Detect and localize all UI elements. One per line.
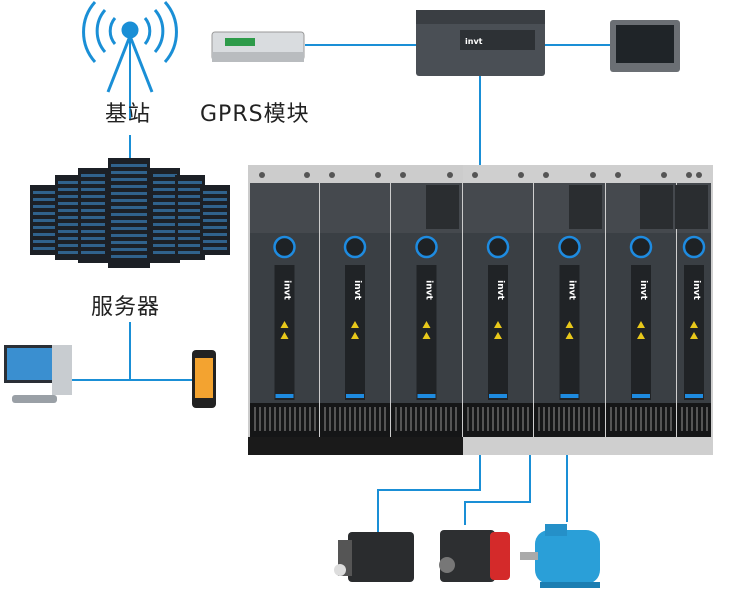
drive-module: invt bbox=[320, 172, 390, 437]
keypad-display bbox=[640, 185, 673, 229]
keypad-display bbox=[675, 185, 708, 229]
drive-module: invt bbox=[391, 172, 462, 437]
drive-module: invt bbox=[463, 172, 533, 437]
brand-logo: invt bbox=[495, 280, 505, 300]
brand-logo: invt bbox=[424, 280, 434, 300]
spindle-motor-icon bbox=[439, 530, 510, 582]
plc-controller: invt bbox=[416, 10, 545, 76]
drive-module: invt bbox=[675, 172, 711, 437]
servo-motor-icon bbox=[334, 532, 414, 582]
server-label: 服务器 bbox=[91, 295, 161, 320]
brand-logo: invt bbox=[691, 280, 701, 300]
brand-logo: invt bbox=[638, 280, 648, 300]
warning-icon bbox=[280, 321, 289, 339]
hmi-touch-panel bbox=[610, 20, 680, 72]
drive-module: invt bbox=[534, 172, 605, 437]
base-station-label: 基站 bbox=[105, 102, 152, 127]
gprs-module-device bbox=[211, 31, 305, 62]
warning-icon bbox=[690, 321, 698, 339]
link-drive-motor2 bbox=[464, 455, 531, 525]
knob-icon bbox=[558, 235, 581, 259]
smartphone-icon bbox=[192, 350, 216, 408]
warning-icon bbox=[565, 321, 574, 339]
drive-system: invt invt invt invt invt invt invt bbox=[248, 165, 713, 455]
link-drive-motor1 bbox=[377, 455, 481, 532]
warning-icon bbox=[637, 321, 645, 339]
knob-icon bbox=[486, 235, 510, 259]
warning-icon bbox=[422, 321, 431, 339]
keypad-display bbox=[569, 185, 602, 229]
connection-lines bbox=[72, 32, 610, 532]
gprs-module-label: GPRS模块 bbox=[200, 102, 310, 127]
keypad-display bbox=[426, 185, 459, 229]
desktop-computer-icon bbox=[4, 345, 72, 403]
knob-icon bbox=[682, 235, 706, 259]
induction-motor-icon bbox=[520, 524, 600, 588]
brand-logo: invt bbox=[567, 280, 577, 300]
knob-icon bbox=[343, 235, 367, 259]
link-server-clients bbox=[72, 322, 193, 381]
warning-icon bbox=[494, 321, 502, 339]
knob-icon bbox=[415, 235, 438, 259]
svg-text:invt: invt bbox=[465, 37, 483, 46]
warning-icon bbox=[351, 321, 359, 339]
base-station-antenna-icon bbox=[82, 1, 178, 93]
drive-module: invt bbox=[250, 172, 319, 437]
knob-icon bbox=[629, 235, 653, 259]
brand-logo: invt bbox=[282, 280, 292, 300]
knob-icon bbox=[273, 235, 296, 259]
server-rack-icon bbox=[30, 158, 230, 268]
brand-logo: invt bbox=[352, 280, 362, 300]
drive-module: invt bbox=[606, 172, 676, 437]
